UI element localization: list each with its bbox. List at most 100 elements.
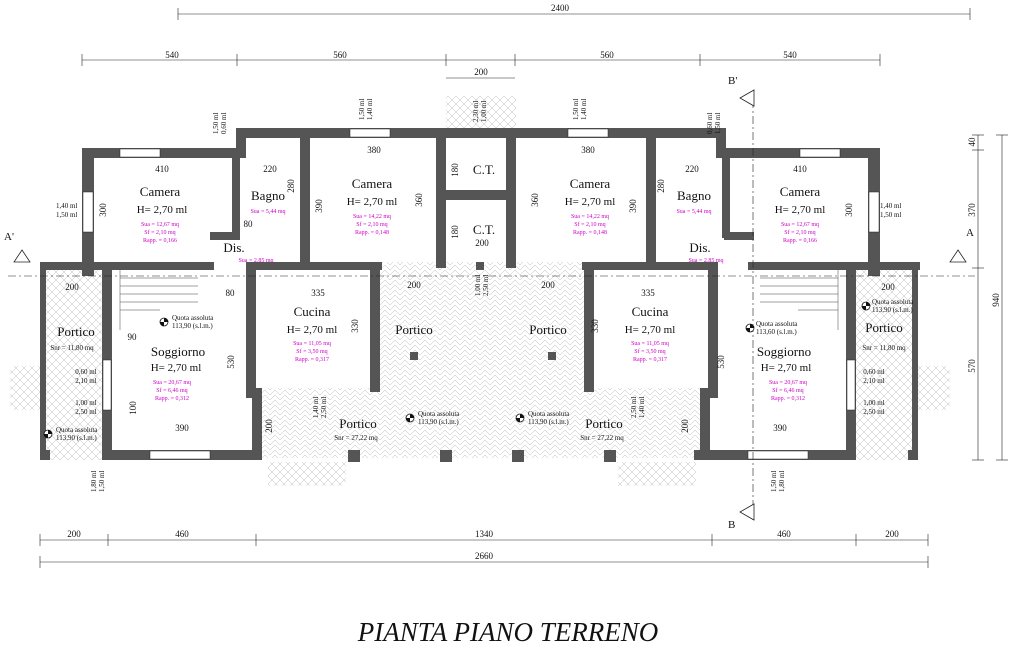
quota-right-value: 113,60 (s.l.m.) <box>756 328 797 336</box>
dim-top-seg-2: 560 <box>333 50 347 60</box>
bagno-left-door: 80 <box>244 219 254 229</box>
soggiorno-left-height-dim: 530 <box>226 355 236 369</box>
window-bagno-left-2: 1,50 ml <box>212 113 220 134</box>
dim-right-seg-3: 570 <box>967 359 977 373</box>
cucina-left-height-dim: 330 <box>350 319 360 333</box>
portico-right-win-2: 2,10 ml <box>863 377 884 385</box>
portico-left-side-width: 200 <box>65 282 79 292</box>
section-lines <box>8 100 975 520</box>
quota-cl-value: 113,90 (s.l.m.) <box>418 418 459 426</box>
camera-right-height-dim: 300 <box>844 203 854 217</box>
cucina-right-ceiling: H= 2,70 ml <box>625 324 676 336</box>
portico-left-side-snr: Snr = 11,80 mq <box>50 344 94 352</box>
soggiorno-left-d2: 80 <box>226 288 236 298</box>
soggiorno-right-rapp: Rapp. = 0,312 <box>771 396 805 402</box>
cucina-left-rapp: Rapp. = 0,317 <box>295 357 329 363</box>
window-cr-1: 1,40 ml <box>580 99 588 120</box>
soggiorno-left-rapp: Rapp. = 0,312 <box>155 396 189 402</box>
camera-cl-h1: 390 <box>314 199 324 213</box>
window-cl-2: 1,50 ml <box>358 99 366 120</box>
portico-center-left-name: Portico <box>395 322 433 337</box>
portico-bottom-right-snr: Snr = 27,22 mq <box>580 434 624 442</box>
camera-right-sua: Sua = 12,67 mq <box>781 222 819 228</box>
cucina-left-sf: Sf = 3,50 mq <box>296 348 327 355</box>
camera-right-ceiling: H= 2,70 ml <box>775 204 826 216</box>
quota-markers <box>43 301 871 439</box>
bagno-left-sua: Sua = 5,44 mq <box>250 209 285 215</box>
soggiorno-right-name: Soggiorno <box>757 344 811 359</box>
camera-cl-rapp: Rapp. = 0,148 <box>355 230 389 236</box>
camera-cr-sf: Sf = 2,10 mq <box>574 221 605 228</box>
right-dimension-lines <box>972 134 1008 461</box>
window-camera-left-2: 1,50 ml <box>56 211 77 219</box>
camera-left-rapp: Rapp. = 0,166 <box>143 238 177 244</box>
bagno-right-name: Bagno <box>677 188 711 203</box>
ct-top-name: C.T. <box>473 162 495 177</box>
dim-bottom-seg-2: 460 <box>175 529 189 539</box>
camera-left-sf: Sf = 2,10 mq <box>144 229 175 236</box>
bagno-left-height-dim: 280 <box>286 179 296 193</box>
quota-side-right-label: Quota assoluta <box>872 298 914 306</box>
window-soggiorno-right-2: 1,80 ml <box>778 471 786 492</box>
soggiorno-left-sf: Sf = 6,46 mq <box>156 387 187 394</box>
section-label-b-prime: B' <box>728 75 737 87</box>
window-cucina-left-2: 2,50 ml <box>320 397 328 418</box>
cucina-right-sf: Sf = 3,50 mq <box>634 348 665 355</box>
dim-bottom-seg-1: 200 <box>67 529 81 539</box>
window-cl-1: 1,40 ml <box>366 99 374 120</box>
ct-bottom-name: C.T. <box>473 222 495 237</box>
portico-left-side-name: Portico <box>57 324 95 339</box>
camera-left-name: Camera <box>140 184 181 199</box>
portico-right-side-width: 200 <box>881 282 895 292</box>
camera-left-sua: Sua = 12,67 mq <box>141 222 179 228</box>
camera-right-rapp: Rapp. = 0,166 <box>783 238 817 244</box>
stairs <box>119 270 839 330</box>
camera-cl-ceiling: H= 2,70 ml <box>347 196 398 208</box>
bottom-dimension-lines <box>39 534 929 568</box>
dis-right-name: Dis. <box>689 240 710 255</box>
camera-cr-sua: Sua = 14,22 mq <box>571 214 609 220</box>
bagno-right-sua: Sua = 5,44 mq <box>676 209 711 215</box>
ct-bottom-width: 200 <box>475 238 489 248</box>
soggiorno-right-sf: Sf = 6,46 mq <box>772 387 803 394</box>
portico-bottom-right-h: 200 <box>680 419 690 433</box>
camera-right-width: 410 <box>793 164 807 174</box>
bagno-left-width: 220 <box>263 164 277 174</box>
window-cucina-left-1: 1,40 ml <box>312 397 320 418</box>
portico-bottom-left-snr: Snr = 27,22 mq <box>334 434 378 442</box>
soggiorno-right-sua: Sua = 20,67 mq <box>769 380 807 386</box>
window-cr-2: 1,50 ml <box>572 99 580 120</box>
soggiorno-left-name: Soggiorno <box>151 344 205 359</box>
camera-left-width: 410 <box>155 164 169 174</box>
window-camera-left-1: 1,40 ml <box>56 202 77 210</box>
ct-bottom-dim: 180 <box>450 225 460 239</box>
cucina-right-height-dim: 330 <box>590 319 600 333</box>
window-soggiorno-left-2: 1,50 ml <box>98 471 106 492</box>
cucina-left-width: 335 <box>311 288 325 298</box>
soggiorno-left-sua: Sua = 20,67 mq <box>153 380 191 386</box>
portico-right-side-snr: Snr = 11,80 mq <box>862 344 906 352</box>
camera-left-ceiling: H= 2,70 ml <box>137 204 188 216</box>
window-soggiorno-right-1: 1,50 ml <box>770 471 778 492</box>
portico-left-win-2: 2,10 ml <box>75 377 96 385</box>
bagno-left-name: Bagno <box>251 188 285 203</box>
soggiorno-right-ceiling: H= 2,70 ml <box>761 362 812 374</box>
camera-cr-width: 380 <box>581 145 595 155</box>
section-arrows <box>13 89 967 521</box>
quota-side-left-label: Quota assoluta <box>56 426 98 434</box>
soggiorno-left-d3: 100 <box>128 401 138 415</box>
section-label-a: A <box>966 227 974 239</box>
dim-right-seg-1: 40 <box>967 137 977 147</box>
soggiorno-right-height-dim: 530 <box>716 355 726 369</box>
portico-center-left-width: 200 <box>407 280 421 290</box>
cucina-left-ceiling: H= 2,70 ml <box>287 324 338 336</box>
portico-right-win-4: 2,50 ml <box>863 408 884 416</box>
section-label-a-prime: A' <box>4 231 14 243</box>
window-bagno-right-2: 1,50 ml <box>714 113 722 134</box>
camera-cl-name: Camera <box>352 176 393 191</box>
dis-left-sua: Sua = 2,85 mq <box>238 258 273 264</box>
soggiorno-left-width: 390 <box>175 423 189 433</box>
dim-bottom-seg-5: 200 <box>885 529 899 539</box>
quota-right-label: Quota assoluta <box>756 320 798 328</box>
window-openings <box>82 128 880 460</box>
